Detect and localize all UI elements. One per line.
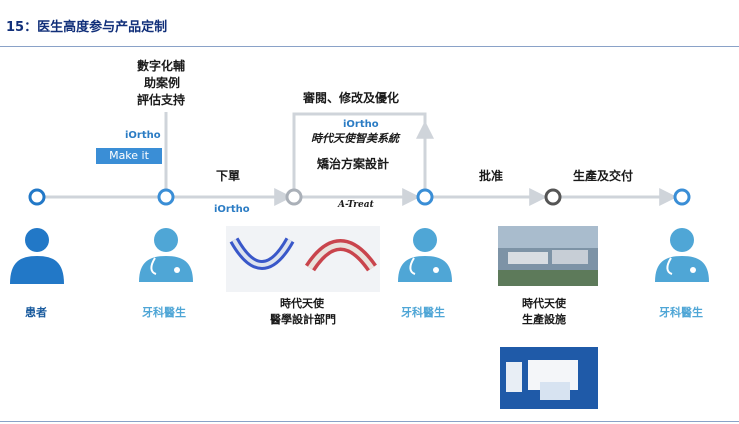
atreat-label: A-Treat xyxy=(338,200,374,210)
node-dentist-2 xyxy=(418,190,432,204)
review-label: 審閱、修改及優化 xyxy=(303,90,399,107)
node-production xyxy=(546,190,560,204)
node-order xyxy=(287,190,301,204)
node-dentist-1 xyxy=(159,190,173,204)
dentist-caption-2: 牙科醫生 xyxy=(401,304,445,320)
dentist-icon-1 xyxy=(139,228,193,282)
dentist-caption-1: 牙科醫生 xyxy=(142,304,186,320)
iortho-logo-3: iOrtho xyxy=(343,119,379,130)
dentist-caption-3: 牙科醫生 xyxy=(659,304,703,320)
production-caption-1: 時代天使 xyxy=(522,296,566,312)
system-label: 時代天使智美系統 xyxy=(311,131,399,147)
node-dentist-3 xyxy=(675,190,689,204)
node-patient xyxy=(30,190,44,204)
footer-divider xyxy=(0,421,739,422)
patient-icon xyxy=(10,228,64,284)
make-it-badge: Make it xyxy=(96,148,162,164)
dentist-icon-3 xyxy=(655,228,709,282)
order-label: 下單 xyxy=(216,168,240,185)
digital-aid-label-2: 助案例 xyxy=(144,75,180,92)
iortho-logo-2: iOrtho xyxy=(214,204,250,215)
patient-caption: 患者 xyxy=(25,304,47,320)
dentist-icon-2 xyxy=(398,228,452,282)
digital-aid-label-1: 數字化輔 xyxy=(137,58,185,75)
design-label: 矯治方案設計 xyxy=(317,156,389,173)
production-label: 生產及交付 xyxy=(573,168,633,185)
dental-scan-image xyxy=(226,226,380,292)
iortho-logo-1: iOrtho xyxy=(125,130,161,141)
factory-photo xyxy=(498,226,598,286)
design-dept-caption-1: 時代天使 xyxy=(280,296,324,312)
approve-label: 批准 xyxy=(479,168,503,185)
digital-aid-label-3: 評估支持 xyxy=(137,92,185,109)
product-box-photo xyxy=(500,347,598,409)
design-dept-caption-2: 醫學設計部門 xyxy=(270,312,336,328)
production-caption-2: 生產設施 xyxy=(522,312,566,328)
